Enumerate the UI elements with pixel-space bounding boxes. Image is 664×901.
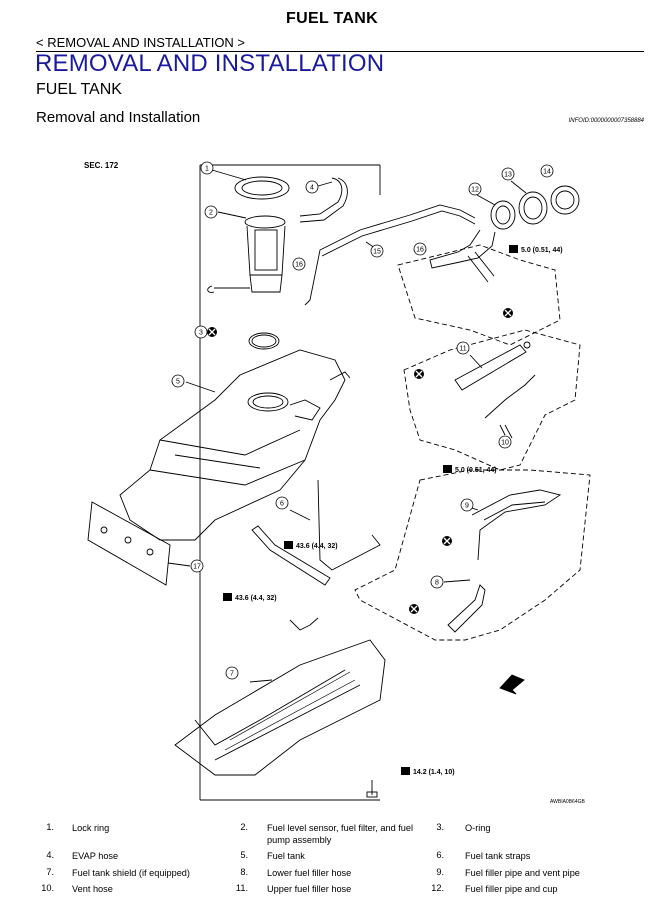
svg-text:14.2 (1.4, 10): 14.2 (1.4, 10)	[413, 769, 455, 776]
legend-text: Fuel tank	[267, 851, 305, 861]
callout-8: 8	[430, 575, 444, 589]
legend-num: 2.	[240, 822, 248, 832]
svg-text:5.0 (0.51, 44): 5.0 (0.51, 44)	[521, 247, 563, 254]
callout-14: 14	[540, 164, 554, 178]
svg-text:8: 8	[435, 580, 439, 587]
legend-text: EVAP hose	[72, 851, 119, 861]
legend-num: 3.	[436, 822, 444, 832]
header-rule	[36, 51, 644, 52]
breadcrumb[interactable]: < REMOVAL AND INSTALLATION >	[36, 35, 246, 50]
legend-text: Lock ring	[72, 823, 110, 833]
no-reuse-icon	[207, 308, 513, 614]
callout-7: 7	[225, 666, 239, 680]
svg-text:2: 2	[209, 210, 213, 217]
callout-11: 11	[456, 341, 470, 355]
page-title: FUEL TANK	[286, 10, 378, 27]
legend-text: Fuel tank shield (if equipped)	[72, 868, 190, 878]
subheading: Removal and Installation	[36, 109, 201, 126]
legend-num: 1.	[46, 822, 54, 832]
callout-4: 4	[305, 180, 319, 194]
svg-text:43.6 (4.4, 32): 43.6 (4.4, 32)	[296, 543, 338, 550]
callout-6: 6	[275, 496, 289, 510]
svg-text:16: 16	[416, 247, 424, 254]
callout-2: 2	[204, 205, 218, 219]
torque-label: 43.6 (4.4, 32)	[223, 593, 277, 602]
sec-label: SEC. 172	[84, 161, 119, 170]
torque-label: 43.6 (4.4, 32)	[284, 541, 338, 550]
legend-num: 9.	[436, 867, 444, 877]
legend-text: Fuel filler pipe and vent pipe	[465, 868, 580, 878]
callout-13: 13	[501, 167, 515, 181]
legend-num: 8.	[240, 867, 248, 877]
legend-num: 5.	[240, 850, 248, 860]
figure-id: AWBIA0B64GB	[550, 799, 585, 805]
callout-1: 1	[200, 161, 214, 175]
callout-16b: 16	[292, 257, 306, 271]
torque-label: 5.0 (0.51, 44)	[443, 465, 497, 474]
svg-text:6: 6	[280, 501, 284, 508]
svg-text:14: 14	[543, 169, 551, 176]
svg-text:15: 15	[373, 249, 381, 256]
svg-text:9: 9	[465, 503, 469, 510]
svg-text:7: 7	[230, 671, 234, 678]
svg-text:43.6 (4.4, 32): 43.6 (4.4, 32)	[235, 595, 277, 602]
torque-label: 14.2 (1.4, 10)	[401, 767, 455, 776]
callout-9: 9	[460, 498, 474, 512]
callout-17: 17	[190, 559, 204, 573]
legend-num: 4.	[46, 850, 54, 860]
callout-10: 10	[498, 435, 512, 449]
legend-num: 7.	[46, 867, 54, 877]
legend-num: 12.	[431, 883, 444, 893]
torque-label: 5.0 (0.51, 44)	[509, 245, 563, 254]
svg-text:5.0 (0.51, 44): 5.0 (0.51, 44)	[455, 467, 497, 474]
svg-text:16: 16	[295, 262, 303, 269]
info-id: INFOID:0000000007358884	[568, 118, 644, 124]
legend-text: O-ring	[465, 823, 491, 833]
legend-text: Fuel level sensor, fuel filter, and fuel…	[267, 823, 414, 845]
svg-text:13: 13	[504, 172, 512, 179]
svg-text:1: 1	[205, 166, 209, 173]
legend-num: 11.	[235, 883, 248, 893]
callout-5: 5	[171, 374, 185, 388]
legend-text: Vent hose	[72, 884, 113, 894]
legend-text: Fuel filler pipe and cup	[465, 884, 558, 894]
legend-num: 6.	[436, 850, 444, 860]
legend-num: 10.	[41, 883, 54, 893]
callout-12: 12	[468, 182, 482, 196]
svg-text:4: 4	[310, 185, 314, 192]
callout-15: 15	[370, 244, 384, 258]
callout-3: 3	[194, 325, 208, 339]
section-heading: REMOVAL AND INSTALLATION	[35, 50, 385, 77]
svg-text:12: 12	[471, 187, 479, 194]
svg-text:11: 11	[459, 346, 466, 353]
legend-text: Fuel tank straps	[465, 851, 531, 861]
svg-text:17: 17	[193, 564, 201, 571]
svg-text:10: 10	[501, 440, 509, 447]
callout-16a: 16	[413, 242, 427, 256]
svg-text:5: 5	[176, 379, 180, 386]
subsection-heading: FUEL TANK	[36, 81, 122, 98]
svg-text:3: 3	[199, 330, 203, 337]
legend-text: Upper fuel filler hose	[267, 884, 352, 894]
legend-text: Lower fuel filler hose	[267, 868, 352, 878]
